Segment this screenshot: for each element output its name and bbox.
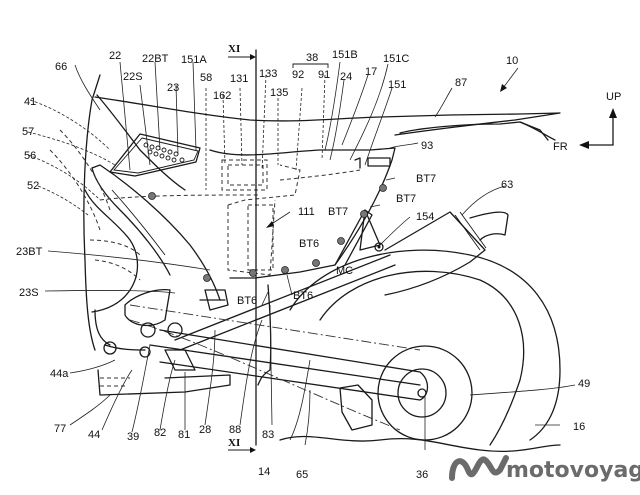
label-36: 36 xyxy=(416,469,428,481)
label-28: 28 xyxy=(199,424,211,436)
bolt-23BT xyxy=(203,274,211,282)
label-49: 49 xyxy=(578,378,590,390)
bracket-38 xyxy=(292,63,329,68)
top-leaders xyxy=(27,61,453,294)
label-111: 111 xyxy=(298,206,315,218)
label-44: 44 xyxy=(88,429,100,441)
label-63: 63 xyxy=(501,179,513,191)
caliper-bracket xyxy=(339,384,373,431)
label-16: 16 xyxy=(573,421,585,433)
front-frame-outline xyxy=(83,74,186,351)
rear-subframe xyxy=(334,209,384,266)
bolts xyxy=(148,184,387,282)
bolt-BT6-upper xyxy=(312,259,320,267)
label-87: 87 xyxy=(455,77,467,89)
direction-indicator xyxy=(579,108,617,149)
bolt-BT6-center xyxy=(249,269,257,277)
label-77: 77 xyxy=(54,423,66,435)
up-arrow-icon xyxy=(609,108,617,118)
label-41: 41 xyxy=(24,96,36,108)
label-22S: 22S xyxy=(123,71,143,83)
label-24: 24 xyxy=(340,71,352,83)
label-22: 22 xyxy=(109,50,121,62)
side-cowl xyxy=(84,164,221,313)
footpeg-area xyxy=(94,284,272,396)
label-56: 56 xyxy=(24,150,36,162)
seat-and-tail xyxy=(94,96,561,141)
section-label-bottom: XI xyxy=(228,437,240,449)
label-17: 17 xyxy=(365,66,377,78)
label-92: 92 xyxy=(292,69,304,81)
watermark-text: motovoyager xyxy=(506,458,640,483)
bolt-BT7-mid xyxy=(360,210,368,218)
label-BT7-mid: BT7 xyxy=(396,193,416,205)
label-BT7-upper: BT7 xyxy=(416,173,436,185)
watermark-logo-icon xyxy=(449,455,509,481)
label-BT6-upper: BT6 xyxy=(299,238,319,250)
section-label-top: XI xyxy=(228,43,240,55)
label-MC: MC xyxy=(336,265,353,277)
label-93: 93 xyxy=(421,140,433,152)
label-81: 81 xyxy=(178,429,190,441)
label-154: 154 xyxy=(416,211,434,223)
label-162: 162 xyxy=(213,90,231,102)
label-22BT: 22BT xyxy=(142,53,169,65)
assembly-arrow-10 xyxy=(500,67,519,92)
label-39: 39 xyxy=(127,431,139,443)
label-66: 66 xyxy=(55,61,67,73)
bolt-BT7-lower xyxy=(337,237,345,245)
label-23BT: 23BT xyxy=(16,246,43,258)
internal-components xyxy=(49,129,361,281)
label-BT6-right: BT6 xyxy=(293,290,313,302)
label-38: 38 xyxy=(306,52,318,64)
direction-front-label: FR xyxy=(553,141,568,153)
label-BT7-lower: BT7 xyxy=(328,206,348,218)
label-88: 88 xyxy=(229,424,241,436)
reference-labels: 10 87 151C 151B 38 92 91 24 17 151 133 1… xyxy=(16,43,621,481)
label-83: 83 xyxy=(262,429,274,441)
label-52: 52 xyxy=(27,180,39,192)
label-133: 133 xyxy=(259,68,277,80)
label-151A: 151A xyxy=(181,54,207,66)
label-44a: 44a xyxy=(50,368,69,380)
intake-grille xyxy=(109,133,201,177)
label-151C: 151C xyxy=(383,53,409,65)
label-58: 58 xyxy=(200,72,212,84)
label-23S: 23S xyxy=(19,287,39,299)
ground-line xyxy=(279,435,561,453)
section-line-xi xyxy=(228,49,257,453)
muffler xyxy=(384,211,509,296)
label-23: 23 xyxy=(167,82,179,94)
label-131: 131 xyxy=(230,73,248,85)
side-cover xyxy=(209,147,396,279)
swingarm xyxy=(129,254,429,431)
bolt-BT7-upper xyxy=(379,184,387,192)
direction-up-label: UP xyxy=(606,91,621,103)
label-10: 10 xyxy=(506,55,518,67)
label-65: 65 xyxy=(296,469,308,481)
part-93 xyxy=(367,157,391,167)
arrow-111 xyxy=(266,211,291,228)
label-82: 82 xyxy=(154,427,166,439)
watermark: motovoyager xyxy=(449,455,640,483)
label-BT6-left: BT6 xyxy=(237,295,257,307)
label-135: 135 xyxy=(270,87,288,99)
label-151: 151 xyxy=(388,79,406,91)
bolt-22BT xyxy=(148,192,156,200)
label-91: 91 xyxy=(318,69,330,81)
label-14: 14 xyxy=(258,466,270,478)
bolt-BT6-right xyxy=(281,266,289,274)
label-57: 57 xyxy=(22,126,34,138)
front-arrow-icon xyxy=(579,141,589,149)
label-151B: 151B xyxy=(332,49,358,61)
right-leaders xyxy=(69,142,576,450)
